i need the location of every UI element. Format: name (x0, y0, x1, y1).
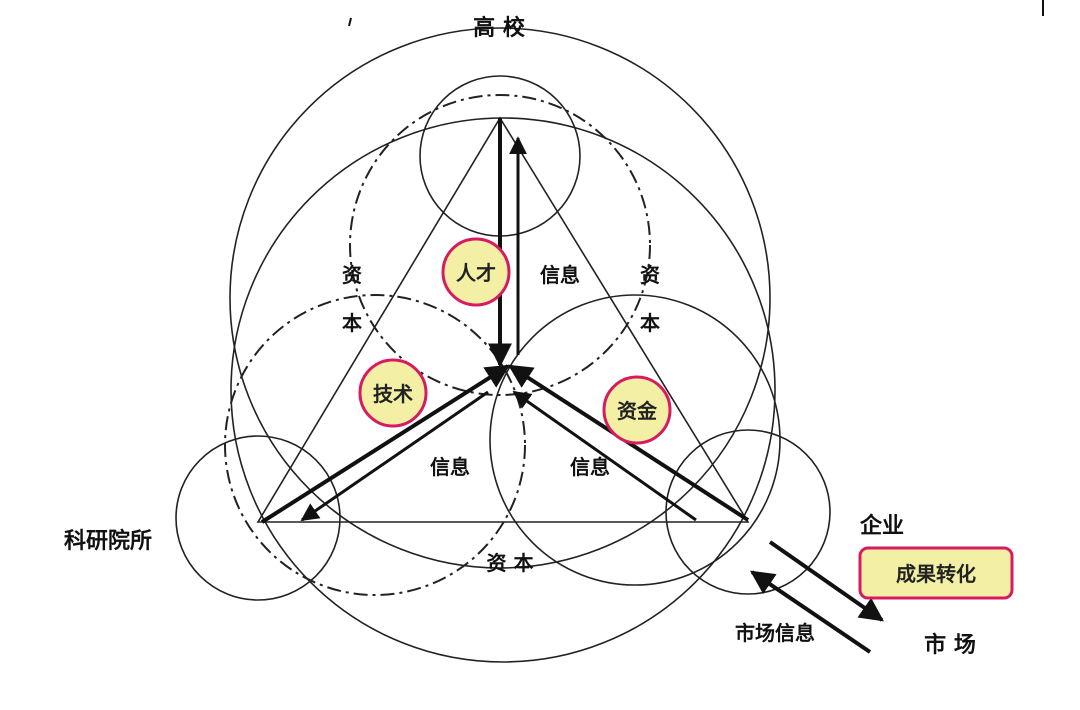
info-top-label: 信息 (540, 263, 580, 287)
talent-label: 人才 (456, 261, 496, 285)
institute-node-circle (175, 435, 341, 601)
market-label: 市 场 (924, 632, 976, 658)
capital-right-char-2: 本 (640, 311, 660, 335)
transformation-badge: 成果转化 (858, 546, 1014, 600)
technology-label: 技术 (373, 382, 413, 406)
funds-label: 资金 (617, 399, 658, 423)
capital-bottom-label: 资 本 (487, 551, 534, 575)
scan-mark (348, 17, 352, 27)
arrow-center-to-institute (300, 390, 489, 522)
capital-left-char-1: 资 (342, 263, 362, 287)
enterprise-node-circle (665, 429, 831, 595)
arrow-market-to-enterprise (750, 570, 872, 654)
large-circle-top (229, 27, 771, 569)
capital-right-char-1: 资 (640, 263, 660, 287)
central-triangle (256, 116, 750, 523)
dashdot-circle-left (224, 294, 526, 596)
institute-label: 科研院所 (64, 528, 152, 554)
technology-badge: 技术 (358, 358, 428, 428)
market-info-label: 市场信息 (735, 621, 815, 645)
enterprise-label: 企业 (859, 513, 904, 539)
info-right-label: 信息 (570, 455, 610, 479)
arrow-institute-to-center (260, 364, 511, 524)
funds-badge: 资金 (602, 375, 672, 445)
capital-left-char-2: 本 (342, 311, 362, 335)
circle-right (489, 294, 781, 586)
transformation-label: 成果转化 (896, 562, 976, 586)
dashdot-circle-top (349, 94, 651, 396)
outer-circle (230, 117, 776, 663)
university-label: 高 校 (473, 15, 526, 41)
info-left-label: 信息 (430, 455, 470, 479)
arrow-center-to-enterprise (512, 390, 697, 522)
talent-badge: 人才 (441, 237, 511, 307)
arrow-enterprise-to-market (768, 540, 884, 622)
